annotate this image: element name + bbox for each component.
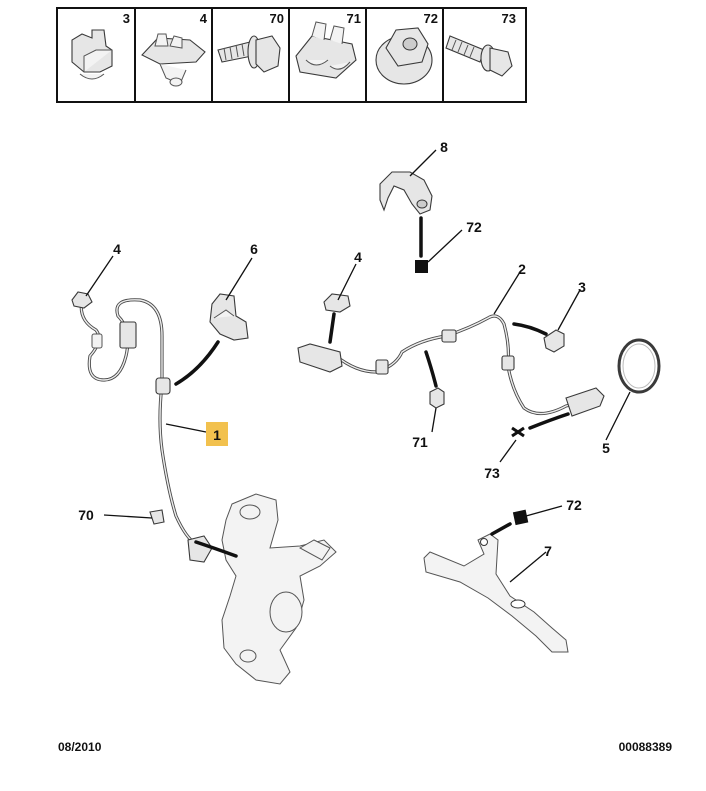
bracket-part-8 bbox=[379, 171, 433, 215]
callout-8: 8 bbox=[440, 139, 448, 155]
legend-label-70: 70 bbox=[270, 11, 284, 26]
callout-7: 7 bbox=[544, 543, 552, 559]
legend-frame bbox=[56, 7, 527, 103]
nut-part-72-upper bbox=[415, 260, 428, 273]
legend-label-4: 4 bbox=[200, 11, 208, 26]
leader-lines bbox=[85, 149, 631, 583]
legend-label-3: 3 bbox=[123, 11, 130, 26]
footer-date: 08/2010 bbox=[58, 740, 102, 754]
holder-part-71 bbox=[429, 387, 445, 409]
callout-70: 70 bbox=[78, 507, 94, 523]
fastener-clip-icon bbox=[141, 33, 206, 87]
flange-screw-icon bbox=[217, 35, 281, 73]
clip-part-4-left bbox=[71, 291, 93, 309]
flange-nut-icon bbox=[375, 27, 433, 85]
cable-holder-icon bbox=[295, 21, 357, 79]
callout-2: 2 bbox=[518, 261, 526, 277]
callout-72-lower: 72 bbox=[566, 497, 582, 513]
callout-6: 6 bbox=[250, 241, 258, 257]
nut-part-72-lower bbox=[512, 509, 529, 526]
callout-73: 73 bbox=[484, 465, 500, 481]
bolt-icon bbox=[445, 35, 513, 77]
screw-part-70 bbox=[149, 509, 165, 525]
callouts: 1 2 3 4 4 5 6 7 8 70 71 72 72 73 bbox=[78, 139, 610, 559]
clip-part-4-right bbox=[323, 293, 351, 313]
clip-icon bbox=[71, 29, 113, 80]
callout-4-left: 4 bbox=[113, 241, 121, 257]
footer-reference: 00088389 bbox=[618, 740, 672, 754]
callout-71: 71 bbox=[412, 434, 428, 450]
legend-label-71: 71 bbox=[347, 11, 361, 26]
bracket-part-6 bbox=[209, 293, 249, 341]
callout-3: 3 bbox=[578, 279, 586, 295]
callout-1: 1 bbox=[213, 427, 221, 443]
bolt-part-73 bbox=[511, 426, 525, 438]
bracket-part-7 bbox=[423, 533, 569, 653]
callout-4-right: 4 bbox=[354, 249, 362, 265]
clip-part-3 bbox=[543, 329, 565, 353]
front-sensor-cable bbox=[79, 298, 213, 563]
highlight-box-1 bbox=[206, 422, 228, 446]
legend-label-73: 73 bbox=[502, 11, 516, 26]
legend-table: 3 4 70 71 72 73 bbox=[56, 7, 527, 103]
steering-knuckle bbox=[221, 493, 337, 685]
rear-sensor-cable bbox=[297, 314, 605, 417]
callout-72-upper: 72 bbox=[466, 219, 482, 235]
legend-label-72: 72 bbox=[424, 11, 438, 26]
callout-5: 5 bbox=[602, 440, 610, 456]
tone-ring-part-5 bbox=[617, 338, 661, 394]
